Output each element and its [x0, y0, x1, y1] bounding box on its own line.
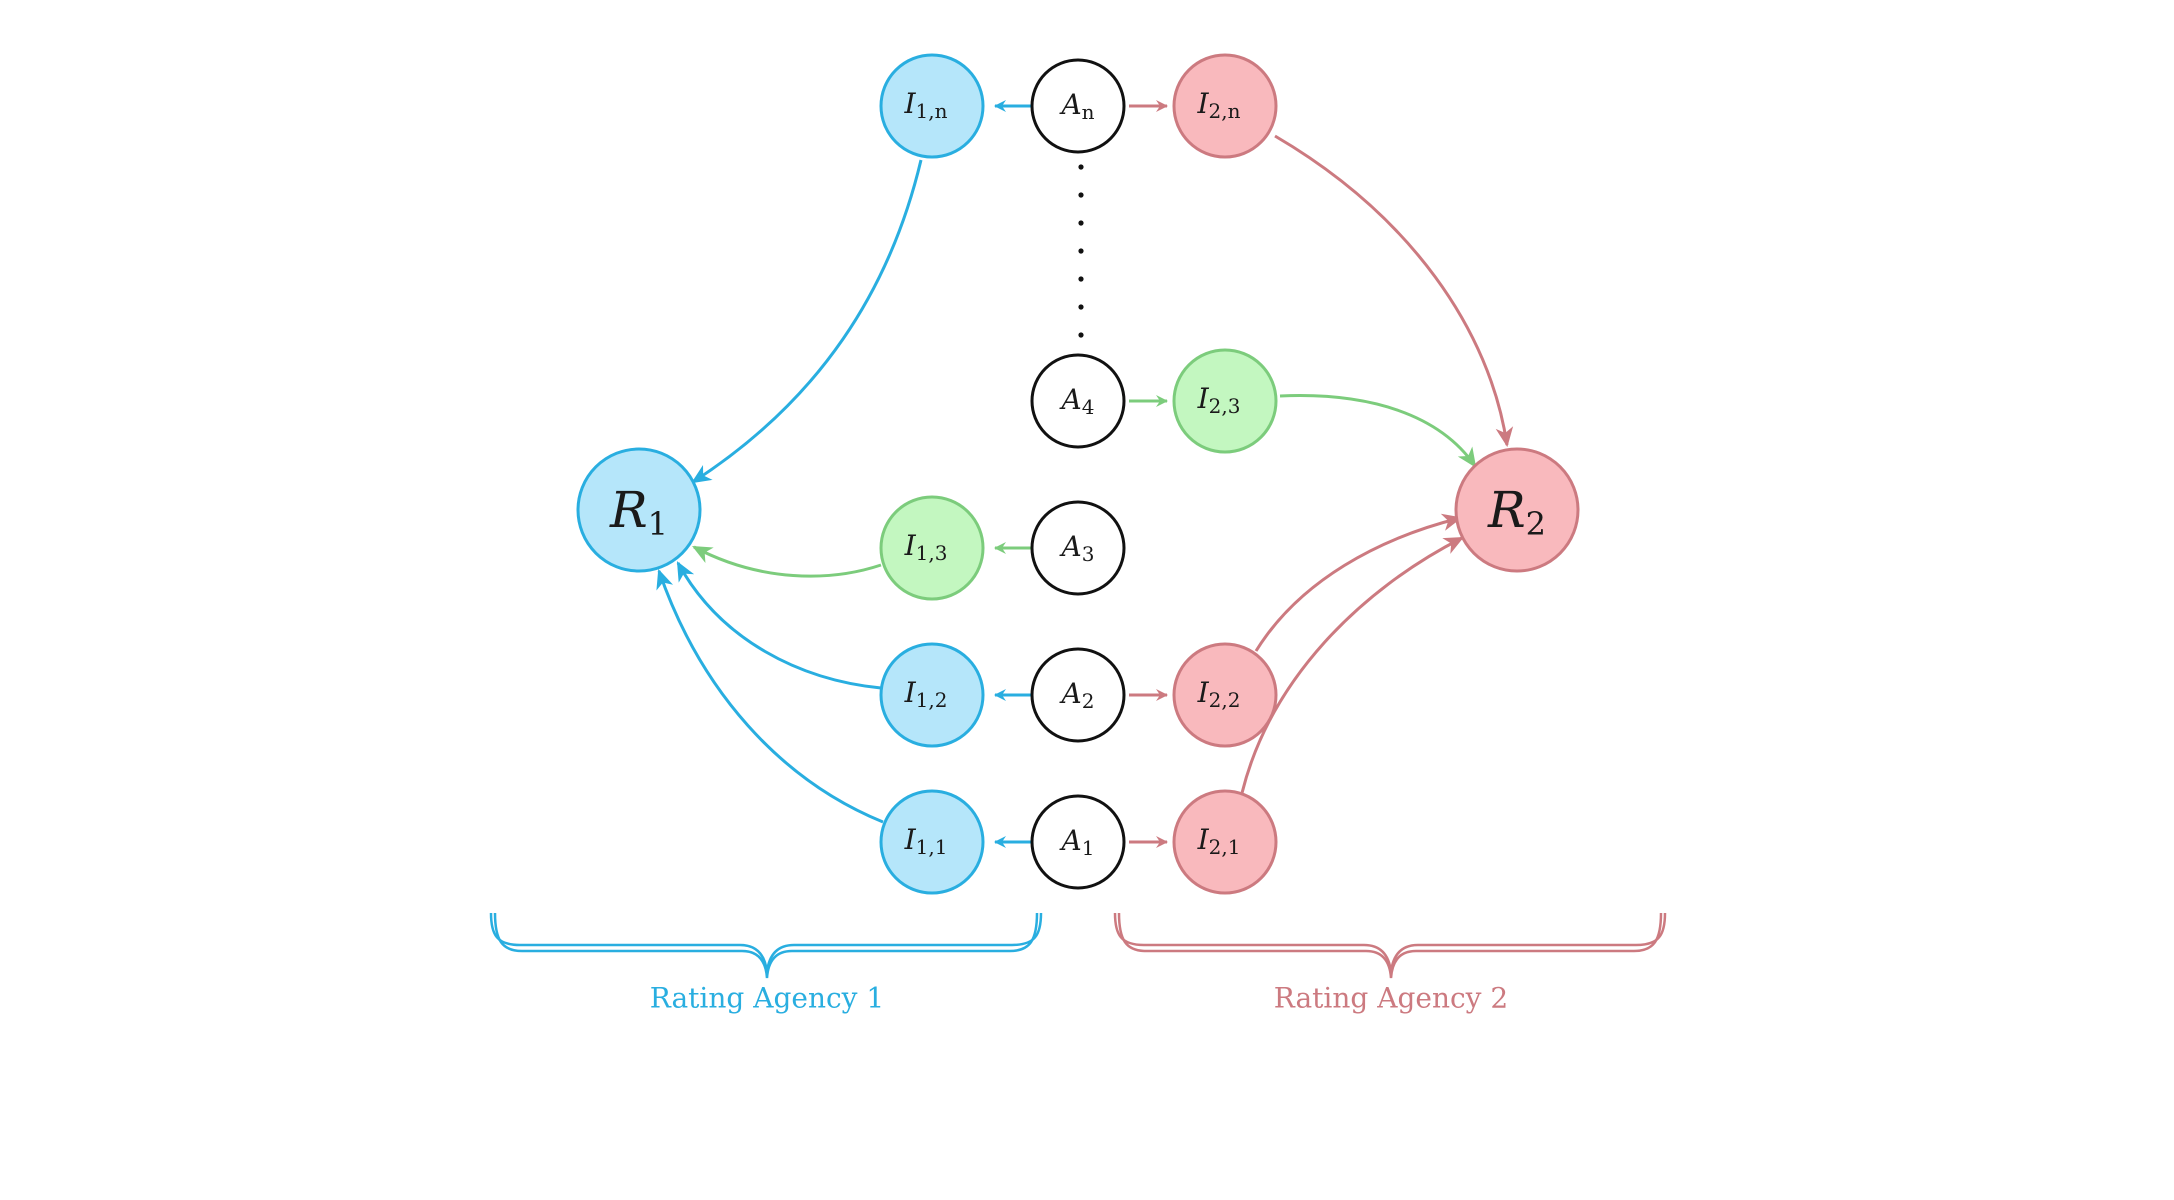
node-r2: R2 [1454, 447, 1580, 573]
edge-i11-to-r1 [656, 568, 884, 824]
node-r1-sub: 1 [648, 505, 668, 543]
edge-i22-to-r2 [1254, 513, 1463, 652]
svg-text:I1,3: I1,3 [904, 529, 948, 566]
svg-text:I1,n: I1,n [903, 87, 947, 124]
svg-text:I2,1: I2,1 [1197, 823, 1241, 860]
node-i23: I2,3 [1172, 348, 1278, 454]
node-r2-base: R [1487, 481, 1526, 539]
svg-text:An: An [1058, 88, 1094, 125]
node-r1-base: R [609, 481, 648, 539]
node-r1: R1 [576, 447, 702, 573]
svg-text:I2,2: I2,2 [1197, 676, 1241, 713]
edge-i12-to-r1 [676, 561, 882, 690]
node-a3: A3 [1030, 500, 1126, 596]
edge-i13-to-r1 [692, 545, 882, 578]
svg-text:R2: R2 [1487, 481, 1546, 543]
brace-label-agency-1: Rating Agency 1 [650, 982, 884, 1015]
node-a1: A1 [1030, 794, 1126, 890]
node-i2n: I2,n [1172, 53, 1278, 159]
node-i13: I1,3 [879, 495, 985, 601]
brace-agency-1 [489, 912, 1043, 979]
svg-text:A2: A2 [1059, 677, 1095, 714]
edge-i2n-to-r2 [1274, 134, 1514, 448]
svg-text:R1: R1 [609, 481, 668, 543]
brace-agency-2 [1113, 912, 1667, 979]
node-i1n: I1,n [879, 53, 985, 159]
svg-text:A1: A1 [1059, 824, 1095, 861]
vertical-ellipsis [1078, 164, 1084, 338]
edge-i21-to-r2 [1240, 536, 1464, 794]
node-r2-sub: 2 [1526, 505, 1546, 543]
node-i22: I2,2 [1172, 642, 1278, 748]
edge-i1n-to-r1 [691, 159, 923, 484]
svg-text:A3: A3 [1059, 530, 1095, 567]
svg-text:I2,n: I2,n [1196, 87, 1240, 124]
node-i21: I2,1 [1172, 789, 1278, 895]
brace-label-agency-2: Rating Agency 2 [1274, 982, 1508, 1015]
node-i12: I1,2 [879, 642, 985, 748]
edge-i23-to-r2 [1279, 394, 1477, 468]
svg-text:I1,1: I1,1 [904, 823, 948, 860]
node-i11: I1,1 [879, 789, 985, 895]
svg-text:A4: A4 [1059, 383, 1095, 420]
node-a2: A2 [1030, 647, 1126, 743]
svg-text:I1,2: I1,2 [904, 676, 948, 713]
svg-text:I2,3: I2,3 [1197, 382, 1241, 419]
node-a4: A4 [1030, 353, 1126, 449]
node-an: An [1030, 58, 1126, 154]
